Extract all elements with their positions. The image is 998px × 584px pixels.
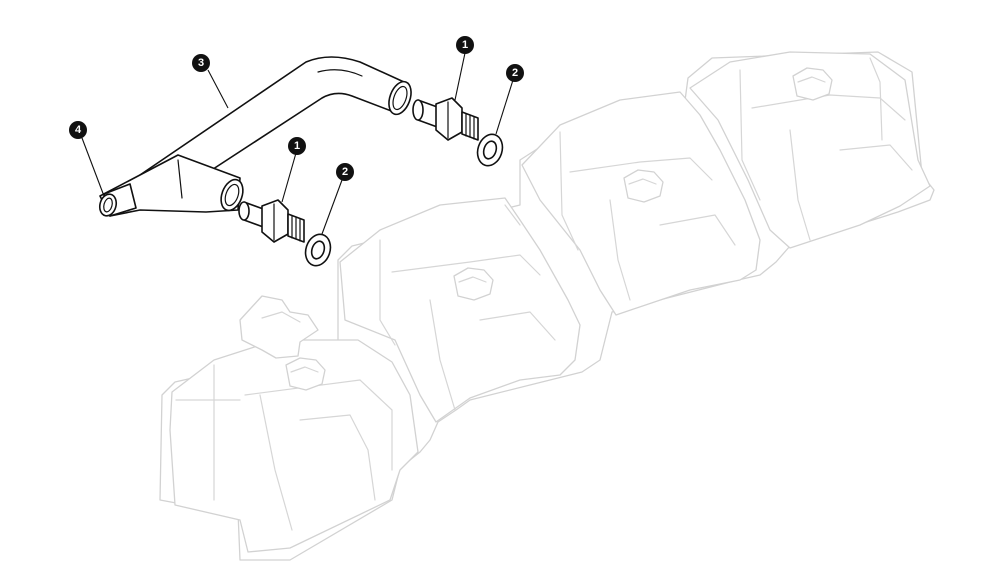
callout-2-upper: 2 xyxy=(506,64,524,82)
leader-4 xyxy=(81,137,105,197)
cover-bolt-2 xyxy=(453,267,494,301)
leader-2a xyxy=(495,79,514,135)
cover-section-4 xyxy=(689,51,931,249)
breather-pipe xyxy=(98,56,412,217)
callout-2-upper-label: 2 xyxy=(512,67,518,79)
callout-3-label: 3 xyxy=(198,57,204,69)
sealing-washer-lower xyxy=(304,233,332,267)
leader-3 xyxy=(207,69,229,109)
cover-section-2 xyxy=(339,197,581,423)
union-fitting-lower xyxy=(238,199,305,243)
callout-1-upper: 1 xyxy=(456,36,474,54)
leader-1a xyxy=(454,52,466,101)
union-fitting-upper xyxy=(412,97,479,141)
cover-section-3 xyxy=(521,91,761,316)
leader-lines xyxy=(81,52,514,235)
sealing-washer-upper xyxy=(476,133,504,167)
callout-2-lower: 2 xyxy=(336,163,354,181)
callout-2-lower-label: 2 xyxy=(342,166,348,178)
callout-4-label: 4 xyxy=(75,124,82,136)
cover-section-1 xyxy=(169,295,419,553)
valve-cover-assembly xyxy=(159,51,935,561)
cover-bolt-1 xyxy=(285,357,326,391)
leader-2b xyxy=(321,179,343,235)
cover-bolt-3 xyxy=(623,169,664,203)
oil-filler-cap xyxy=(239,295,319,359)
callout-1-upper-label: 1 xyxy=(462,39,468,51)
callout-1-lower: 1 xyxy=(288,137,306,155)
callout-3: 3 xyxy=(192,54,210,72)
cover-bolt-4 xyxy=(792,67,833,101)
callout-1-lower-label: 1 xyxy=(294,140,300,152)
callout-4: 4 xyxy=(69,121,87,139)
leader-1b xyxy=(281,152,297,203)
